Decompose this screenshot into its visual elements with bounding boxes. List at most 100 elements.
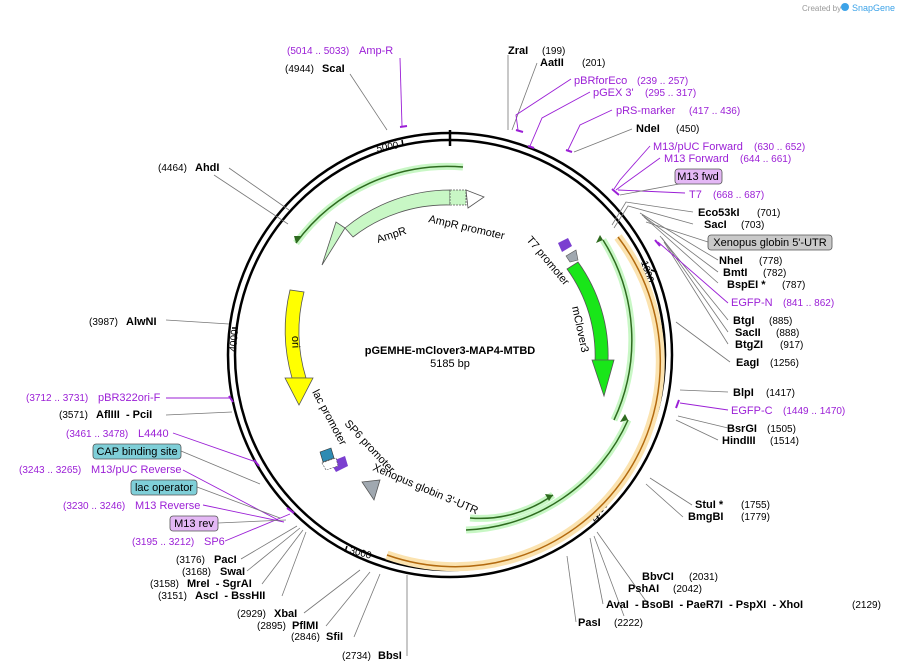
site-pos: (3168) xyxy=(182,567,211,578)
site-pos: (450) xyxy=(676,124,699,135)
site-name: BtgI xyxy=(733,315,754,327)
snapgene-logo: SnapGene xyxy=(841,3,895,13)
primer-name: EGFP-N xyxy=(731,297,773,309)
site-name: PflMI xyxy=(292,620,318,632)
globin-3utr-label: Xenopus globin 3'-UTR xyxy=(371,462,480,517)
primer-name: Amp-R xyxy=(359,45,393,57)
site-pos: (2129) xyxy=(852,600,881,611)
primer-pos: (239 .. 257) xyxy=(637,76,688,87)
site-pos: (2222) xyxy=(614,618,643,629)
site-name: BbsI xyxy=(378,650,402,662)
tick-5000: 5000 xyxy=(376,140,400,155)
tick-1000-mark xyxy=(650,269,658,273)
primer-name: L4440 xyxy=(138,428,169,440)
site-pos: (782) xyxy=(763,268,786,279)
primer-pos: (3461 .. 3478) xyxy=(66,429,128,440)
site-pos: (4464) xyxy=(158,163,187,174)
site-name: BmtI xyxy=(723,267,747,279)
box-cap-site: CAP binding site xyxy=(92,443,182,460)
site-name: StuI * xyxy=(695,499,724,511)
site-pos: (787) xyxy=(782,280,805,291)
site-name: PacI xyxy=(214,554,237,566)
site-pos: (199) xyxy=(542,46,565,57)
site-name: AlwNI xyxy=(126,316,157,328)
primer-name: M13/pUC Reverse xyxy=(91,464,181,476)
site-pos: (2895) xyxy=(257,621,286,632)
site-pos: (4944) xyxy=(285,64,314,75)
site-name: HindIII xyxy=(722,435,756,447)
site-name: BbvCI xyxy=(642,571,674,583)
site-pos: (2031) xyxy=(689,572,718,583)
site-name: SfiI xyxy=(326,631,343,643)
primer-pos: (417 .. 436) xyxy=(689,106,740,117)
plasmid-name: pGEMHE-mClover3-MAP4-MTBD xyxy=(365,345,536,357)
site-name: SwaI xyxy=(220,566,245,578)
site-pos: (3987) xyxy=(89,317,118,328)
site-name: AflIII - PciI xyxy=(96,409,152,421)
site-pos: (1417) xyxy=(766,388,795,399)
primer-name: pBR322ori-F xyxy=(98,392,161,404)
site-name: EagI xyxy=(736,357,759,369)
utr-arc xyxy=(385,234,665,572)
site-pos: (1505) xyxy=(767,424,796,435)
ampr-promoter-label: AmpR promoter xyxy=(427,213,506,242)
ampr-feature xyxy=(293,162,485,266)
primer-name: M13 Reverse xyxy=(135,500,200,512)
site-pos: (1514) xyxy=(770,436,799,447)
primer-leader-lines xyxy=(166,57,729,542)
primer-name: pGEX 3' xyxy=(593,87,634,99)
site-pos: (778) xyxy=(759,256,782,267)
site-pos: (3151) xyxy=(158,591,187,602)
site-pos: (2734) xyxy=(342,651,371,662)
tick-4000: 4000 xyxy=(228,329,241,353)
primer-marks xyxy=(228,125,680,514)
mclover3-feature xyxy=(566,261,615,398)
site-pos: (201) xyxy=(582,58,605,69)
box-globin-5utr: Xenopus globin 5'-UTR xyxy=(707,234,833,251)
site-name: SacII xyxy=(735,327,761,339)
site-name: BspEI * xyxy=(727,279,766,291)
site-pos: (701) xyxy=(757,208,780,219)
primer-pos: (295 .. 317) xyxy=(645,88,696,99)
primer-pos: (1449 .. 1470) xyxy=(783,406,845,417)
primer-pos: (668 .. 687) xyxy=(713,190,764,201)
site-labels: ZraI (199) AatII (201) NdeI (450) Eco53k… xyxy=(59,45,881,662)
box-leader-lines xyxy=(180,175,723,524)
plasmid-length: 5185 bp xyxy=(430,358,470,370)
site-pos: (3571) xyxy=(59,410,88,421)
site-pos: (703) xyxy=(741,220,764,231)
primer-pos: (841 .. 862) xyxy=(783,298,834,309)
ori-feature xyxy=(284,289,314,406)
t7-promoter-feature xyxy=(558,238,579,263)
ori-label: ori xyxy=(289,336,301,349)
site-name: AhdI xyxy=(195,162,219,174)
site-pos: (1755) xyxy=(741,500,770,511)
box-m13-fwd: M13 fwd xyxy=(674,168,723,185)
site-name: XbaI xyxy=(274,608,297,620)
site-name: BmgBI xyxy=(688,511,723,523)
site-pos: (1779) xyxy=(741,512,770,523)
site-name: BlpI xyxy=(733,387,754,399)
site-pos: (917) xyxy=(780,340,803,351)
primer-name: pBRforEco xyxy=(574,75,627,87)
lac-promoter-label: lac promoter xyxy=(309,388,348,448)
primer-pos: (3230 .. 3246) xyxy=(63,501,125,512)
primer-pos: (3243 .. 3265) xyxy=(19,465,81,476)
site-name: MreI - SgrAI xyxy=(187,578,252,590)
site-name: ScaI xyxy=(322,63,345,75)
primer-pos: (3195 .. 3212) xyxy=(132,537,194,548)
primer-pos: (630 .. 652) xyxy=(754,142,805,153)
site-pos: (3176) xyxy=(176,555,205,566)
mclover3-label: mClover3 xyxy=(569,305,591,354)
primer-name: SP6 xyxy=(204,536,225,548)
site-name: ZraI xyxy=(508,45,528,57)
site-pos: (3158) xyxy=(150,579,179,590)
box-m13-rev: M13 rev xyxy=(169,515,219,532)
credit-text: Created by xyxy=(802,4,841,13)
box-lac-operator: lac operator xyxy=(130,479,198,496)
primer-pos: (3712 .. 3731) xyxy=(26,393,88,404)
primer-pos: (5014 .. 5033) xyxy=(287,46,349,57)
site-name: BsrGI xyxy=(727,423,757,435)
site-pos: (2042) xyxy=(673,584,702,595)
box-m13-fwd-label: M13 fwd xyxy=(677,171,719,183)
